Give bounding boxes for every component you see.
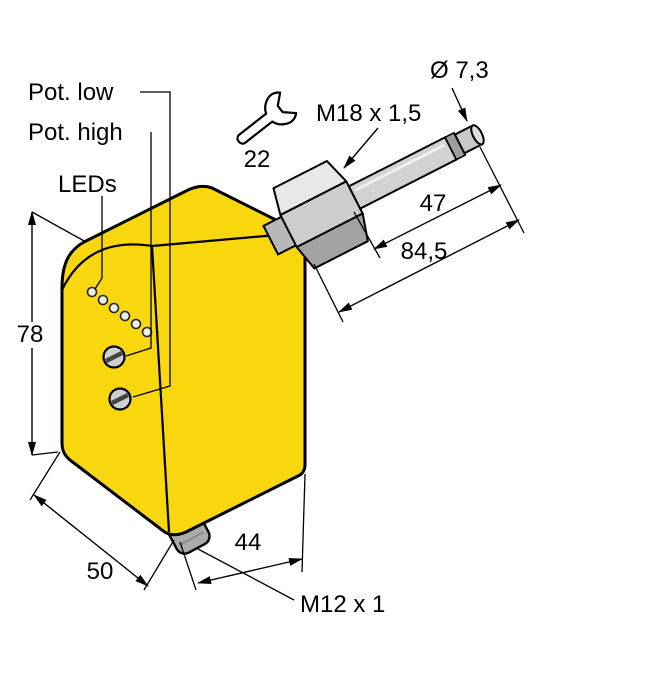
pot-screw-low [108,387,132,411]
dim-label-47: 47 [420,190,447,217]
dim-label-78-mask [12,322,50,348]
dim-label-m12: M12 x 1 [300,591,385,618]
pot-screw-high [102,345,126,369]
label-leader-lines [94,91,295,601]
dimension-lines [28,87,520,587]
shaft-highlight [354,143,446,192]
wrench-icon [236,91,298,145]
dim-label-50: 50 [87,558,114,585]
led-indicators [86,286,153,338]
dim-label-78: 78 [17,321,44,348]
probe-tip-cap [470,124,485,146]
leader-leds [94,196,103,290]
led-dot [130,318,142,330]
led-dot [141,326,153,338]
dim-label-44: 44 [235,529,262,556]
dim-label-wrench-size: 22 [244,146,271,173]
sensor-housing [60,185,307,537]
dimension-50 [33,494,149,587]
led-dot [119,310,131,322]
dim-label-tip-diameter: Ø 7,3 [430,57,489,84]
label-pot-high: Pot. high [28,119,123,146]
leader-m12 [197,548,295,601]
label-pot-low: Pot. low [28,79,114,106]
dim-label-84-5: 84,5 [401,238,448,265]
leader-tip-diameter [451,87,468,122]
led-dot [108,302,120,314]
dimension-44 [197,558,303,584]
label-leds: LEDs [58,171,117,198]
dimension-84-5 [338,219,520,313]
leader-probe-thread [343,127,379,169]
led-dot [86,286,98,298]
leader-pot-low [132,91,171,398]
dim-label-probe-thread: M18 x 1,5 [316,100,421,127]
leader-pot-high [125,132,152,357]
led-dot [97,294,109,306]
